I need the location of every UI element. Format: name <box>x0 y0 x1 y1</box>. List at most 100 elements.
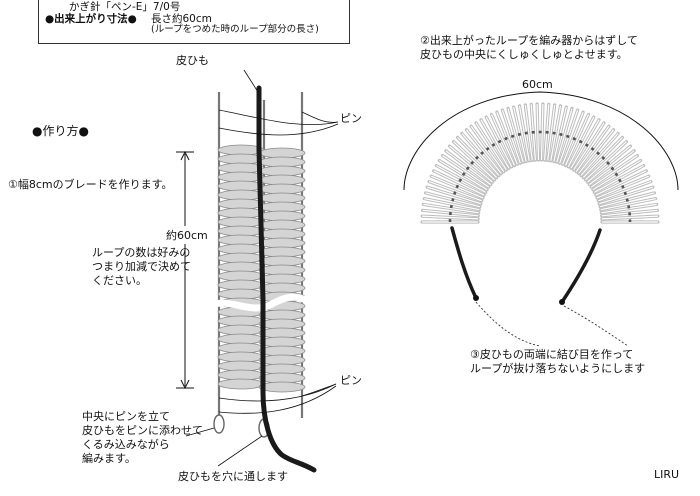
pin-holes <box>213 414 270 438</box>
step-2-text: ②出来上がったループを編み器からはずして 皮ひもの中央にくしゅくしゅとよせます。 <box>420 34 638 61</box>
braid-loop <box>258 156 306 168</box>
braid-loop <box>258 354 306 366</box>
braid-loop <box>217 207 265 219</box>
arc-loop-highlight <box>465 129 502 174</box>
arc-loop-highlight <box>423 203 479 214</box>
arc-loop-highlight <box>570 119 600 169</box>
note-leaders <box>185 427 263 467</box>
arc-loop-highlight <box>490 114 516 166</box>
arc-loop-highlight <box>480 119 510 169</box>
cord-ends <box>450 226 602 304</box>
pin-label-bottom: ピン <box>340 374 362 387</box>
arc-loop-highlight <box>501 109 521 164</box>
step-1-text: ①幅8cmのブレードを作ります。 <box>8 178 173 191</box>
arc-cord <box>448 130 632 223</box>
arc-loop-highlight <box>600 198 656 211</box>
braid-loop <box>217 243 265 255</box>
braid-loop <box>258 336 306 348</box>
arc-loop-highlight <box>453 141 496 181</box>
braid-loop <box>258 363 306 375</box>
arc-loop-highlight <box>427 186 481 205</box>
braid-loop <box>258 174 306 186</box>
hole-note: 皮ひもを穴に通します <box>178 470 288 483</box>
instructions-title: ●作り方● <box>32 124 89 138</box>
arc-loop-highlight <box>578 129 615 174</box>
arc-loop-highlight <box>594 165 644 193</box>
braid-loop <box>217 333 265 345</box>
braid-loop <box>217 369 265 381</box>
arc-loop-highlight <box>524 104 533 161</box>
arc-loop-highlight <box>590 155 638 188</box>
cord-leader <box>243 69 259 93</box>
braid-loop <box>217 378 265 390</box>
braid-loop <box>217 189 265 201</box>
braid-loop <box>258 327 306 339</box>
length-label: 約60cm <box>166 229 208 242</box>
braid-loop <box>258 381 306 393</box>
center-pin-note: 中央にピンを立て 皮ひもをピンに添わせて くるみ込みながら 編みます。 <box>82 410 203 465</box>
braid-loop <box>258 210 306 222</box>
braid-loop <box>258 273 306 285</box>
braid-loop <box>217 315 265 327</box>
braid-loop <box>217 279 265 291</box>
arc-loop-highlight <box>547 104 556 161</box>
braid-loop <box>258 255 306 267</box>
arc-loop-highlight <box>536 103 540 161</box>
arc-dimension <box>403 91 679 191</box>
arc-loop-highlight <box>573 122 605 171</box>
loop-count-note: ループの数は好みの つまり加減で決めて ください。 <box>92 246 191 287</box>
arc-loop-highlight <box>580 133 619 176</box>
braid-loop <box>217 270 265 282</box>
braid-loop <box>258 309 306 321</box>
braid-loop <box>217 171 265 183</box>
braid-loop <box>258 246 306 258</box>
braid-loop <box>258 147 306 159</box>
arc-length-label: 60cm <box>522 78 553 91</box>
pin-label-top: ピン <box>340 112 362 125</box>
braid-loop <box>258 192 306 204</box>
arc-loop-highlight <box>461 133 500 176</box>
braid-loop <box>217 180 265 192</box>
arc-loop-highlight <box>601 215 658 220</box>
arc-loop-highlight <box>442 155 490 188</box>
braid-loop <box>258 282 306 294</box>
finished-size-note: (ループをつめた時のループ部分の長さ) <box>151 24 319 35</box>
arc-loop-highlight <box>449 145 493 183</box>
braid-loop <box>217 342 265 354</box>
braid-loop <box>217 351 265 363</box>
cord-label: 皮ひも <box>176 54 209 67</box>
braid-loop <box>258 237 306 249</box>
pin-leaders-bottom <box>218 383 337 414</box>
arc-loop-highlight <box>507 108 524 163</box>
finished-size-value: 長さ約60cm <box>151 13 212 25</box>
header-box: かぎ針「ペン-E」7/0号 ●出来上がり寸法● 長さ約60cm (ループをつめた… <box>38 0 350 44</box>
braid-loop <box>258 264 306 276</box>
arc-loop-highlight <box>598 181 652 202</box>
braid-loop <box>217 198 265 210</box>
arc-loop-highlight <box>540 103 544 161</box>
braid-loop <box>258 372 306 384</box>
arc-loop-highlight <box>562 111 584 165</box>
braid-loop <box>217 225 265 237</box>
arc-loop-highlight <box>595 170 647 196</box>
arc-loop-highlight <box>518 105 530 162</box>
braid-loop <box>217 360 265 372</box>
hook-size-text: かぎ針「ペン-E」7/0号 <box>69 1 181 13</box>
braid-break-mark <box>206 293 314 312</box>
knots <box>473 295 565 305</box>
arc-loop-highlight <box>599 186 653 205</box>
braid-loop <box>258 219 306 231</box>
gathered-loops-arc <box>420 102 660 224</box>
arc-loop-highlight <box>556 108 573 163</box>
braid-loop <box>258 228 306 240</box>
finished-size-label: ●出来上がり寸法● <box>45 13 137 25</box>
braid-loop <box>258 345 306 357</box>
arc-loop-highlight <box>433 170 485 196</box>
arc-loop-highlight <box>422 215 479 220</box>
braid-loop <box>258 318 306 330</box>
arc-loop-highlight <box>564 114 590 166</box>
braid-loop <box>217 324 265 336</box>
braid-loop <box>217 261 265 273</box>
arc-loop-highlight <box>428 181 482 202</box>
